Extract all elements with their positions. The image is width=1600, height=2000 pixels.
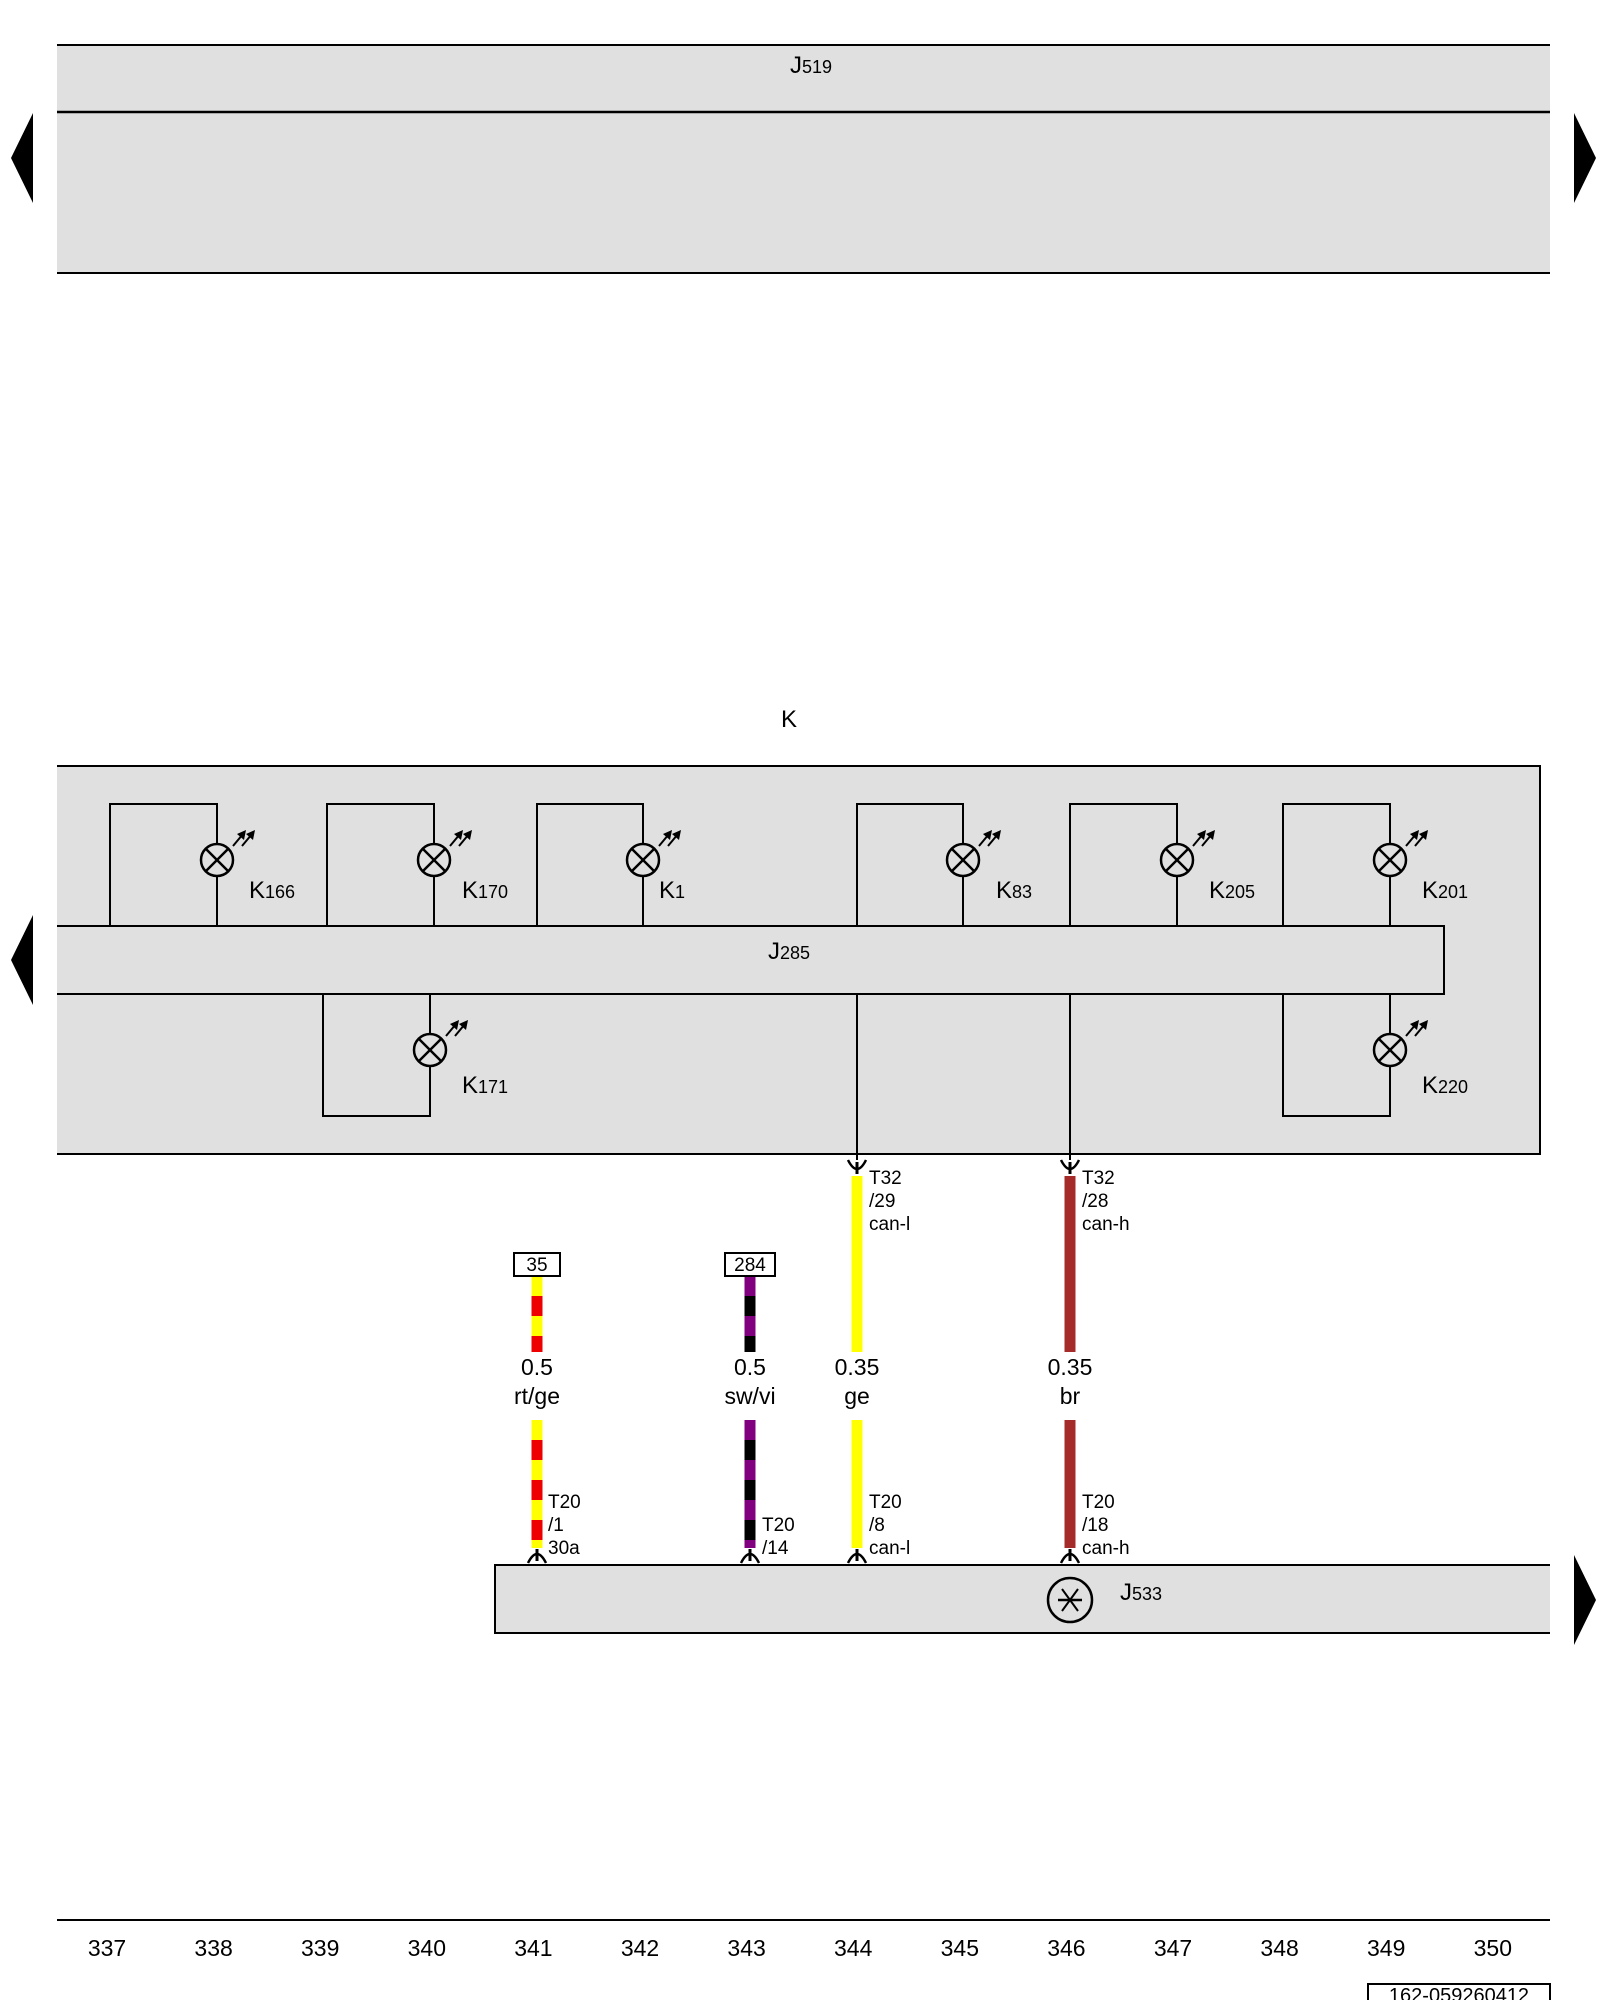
wire-346-connector-line1: T20 [1082, 1492, 1115, 1513]
wire-343-connector-line1: T20 [762, 1515, 795, 1536]
lamp-symbol-icon [412, 1020, 468, 1068]
wire-346-top-connector-line2: /28 [1082, 1191, 1108, 1212]
track-number: 347 [1154, 1935, 1192, 1961]
track-number: 349 [1367, 1935, 1405, 1961]
track-number: 343 [727, 1935, 765, 1961]
lamp-symbol-icon [416, 830, 472, 878]
track-number: 338 [194, 1935, 232, 1961]
k205-label: K205 [1209, 877, 1255, 904]
continue-left-arrow-top[interactable] [11, 113, 33, 203]
k201-label: K201 [1422, 877, 1468, 904]
wire-344-connector-line1: T20 [869, 1492, 902, 1513]
gateway-icon [1046, 1576, 1094, 1624]
j533-label: J533 [1120, 1579, 1162, 1606]
continue-right-arrow-top[interactable] [1574, 113, 1596, 203]
wire-346-top-connector-line3: can-h [1082, 1214, 1130, 1235]
lamp-symbol-icon [945, 830, 1001, 878]
ref-box-35[interactable]: 35 [513, 1252, 561, 1277]
j285-label: J285 [768, 938, 810, 965]
lamp-symbol-icon [1372, 1020, 1428, 1068]
drawing-number-box: 162-059260412 [1367, 1983, 1551, 2000]
track-number: 344 [834, 1935, 873, 1961]
wire-341[interactable] [526, 1276, 548, 1564]
wire-343-gauge: 0.5 [734, 1354, 766, 1380]
k-cluster-label: K [781, 706, 797, 733]
track-number: 339 [301, 1935, 339, 1961]
track-number: 345 [941, 1935, 979, 1961]
k83-label: K83 [996, 877, 1032, 904]
wire-346-color-code: br [1060, 1383, 1081, 1409]
track-number: 341 [514, 1935, 552, 1961]
wire-343-connector-line2: /14 [762, 1538, 789, 1559]
wire-344[interactable] [846, 1159, 868, 1564]
wire-341-connector-line1: T20 [548, 1492, 581, 1513]
wire-344-color-code: ge [844, 1383, 870, 1409]
wire-346-top-connector-line1: T32 [1082, 1168, 1115, 1189]
k171-label: K171 [462, 1072, 508, 1099]
wire-341-connector-line2: /1 [548, 1515, 564, 1536]
lamp-symbol-icon [199, 830, 255, 878]
j519-label: J519 [790, 52, 832, 79]
lamp-symbol-icon [1159, 830, 1215, 878]
wire-343[interactable] [739, 1276, 761, 1564]
wire-346-connector-line3: can-h [1082, 1538, 1130, 1559]
track-number: 342 [621, 1935, 659, 1961]
continue-left-arrow-middle[interactable] [11, 915, 33, 1005]
wire-344-top-connector-line3: can-l [869, 1214, 910, 1235]
wire-346-gauge: 0.35 [1048, 1354, 1093, 1380]
track-number: 350 [1474, 1935, 1512, 1961]
k166-label: K166 [249, 877, 295, 904]
wire-341-color-code: rt/ge [514, 1383, 560, 1409]
wire-344-top-connector-line2: /29 [869, 1191, 895, 1212]
track-number: 340 [408, 1935, 446, 1961]
ref-box-284[interactable]: 284 [724, 1252, 776, 1277]
track-numbers: 337 338 339 340 341 342 343 344 345 346 347 348 349 3… [88, 1935, 1512, 1961]
module-j519[interactable]: J519 [57, 44, 1550, 274]
k220-label: K220 [1422, 1072, 1468, 1099]
wire-346-connector-line2: /18 [1082, 1515, 1108, 1536]
wire-344-gauge: 0.35 [835, 1354, 880, 1380]
wire-341-gauge: 0.5 [521, 1354, 553, 1380]
k170-label: K170 [462, 877, 508, 904]
continue-right-arrow-bottom[interactable] [1574, 1555, 1596, 1645]
track-number: 346 [1047, 1935, 1085, 1961]
wire-346[interactable] [1059, 1159, 1081, 1564]
lamp-symbol-icon [1372, 830, 1428, 878]
wire-344-connector-line2: /8 [869, 1515, 885, 1536]
track-number: 348 [1260, 1935, 1298, 1961]
wire-344-connector-line3: can-l [869, 1538, 910, 1559]
lamp-symbol-icon [625, 830, 681, 878]
svg-text:35: 35 [526, 1255, 547, 1276]
track-number: 337 [88, 1935, 126, 1961]
wire-341-connector-line3: 30a [548, 1538, 580, 1559]
wire-343-color-code: sw/vi [724, 1383, 775, 1409]
drawing-number: 162-059260412 [1389, 1985, 1529, 2000]
svg-text:284: 284 [734, 1255, 766, 1276]
wire-344-top-connector-line1: T32 [869, 1168, 902, 1189]
k1-label: K1 [659, 877, 685, 904]
module-j533[interactable]: J533 [494, 1564, 1550, 1634]
module-j285[interactable]: J285 [57, 925, 1445, 995]
